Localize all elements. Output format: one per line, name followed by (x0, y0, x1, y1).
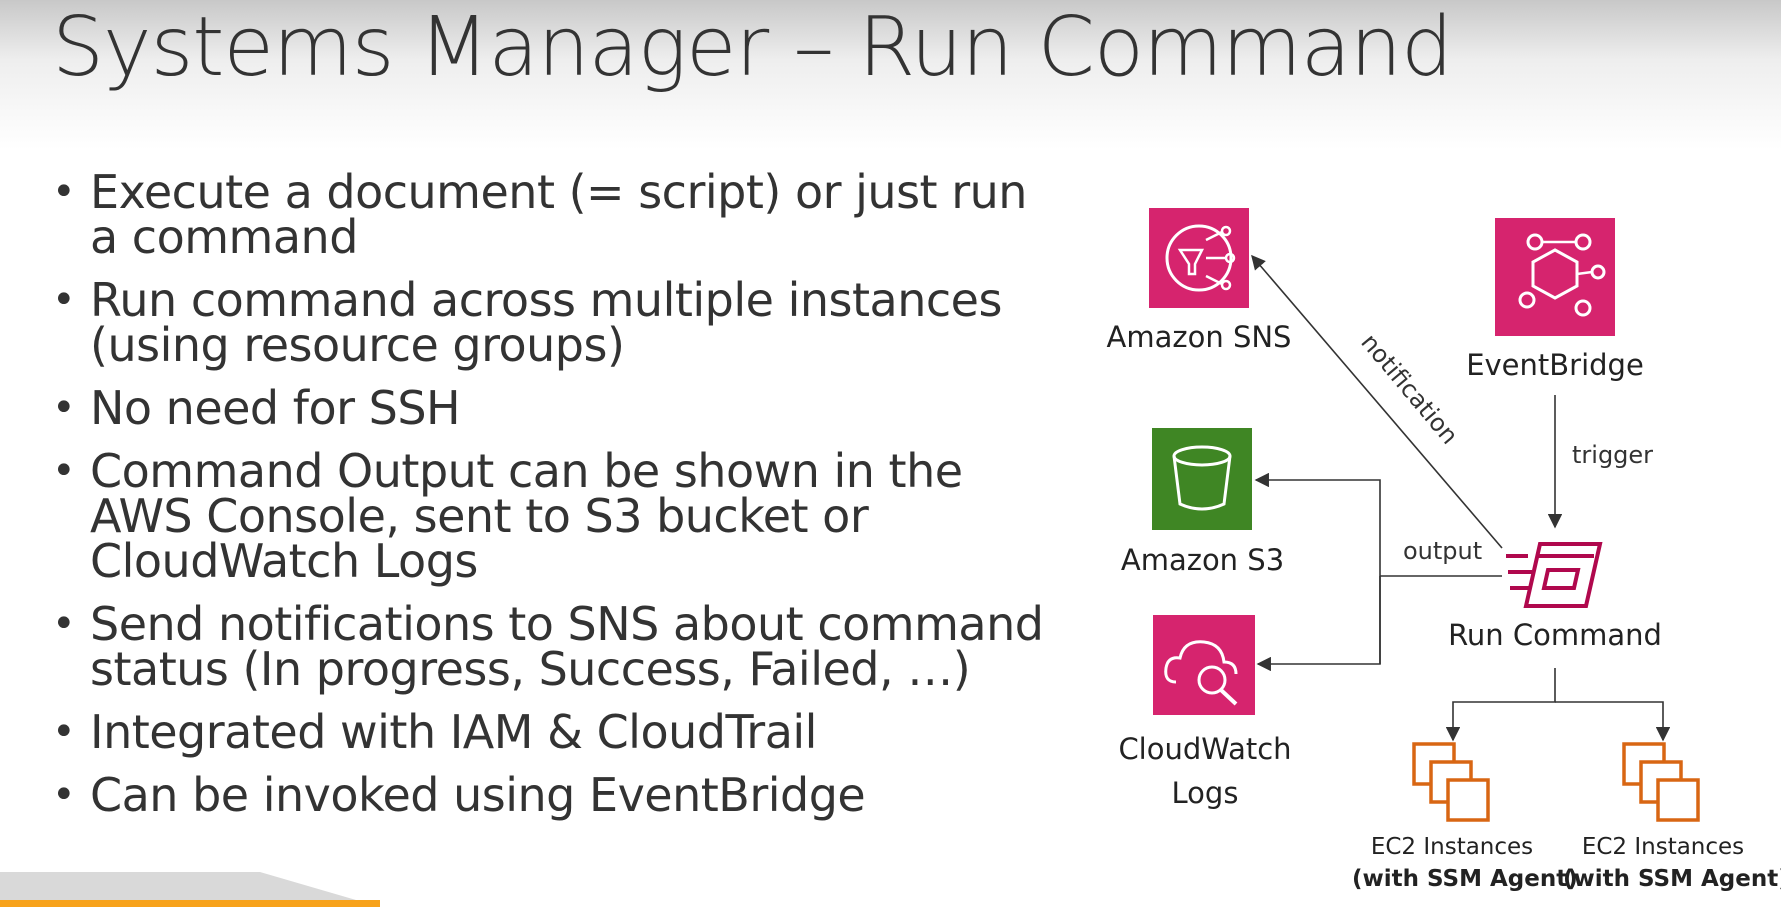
bullet-item: Run command across multiple instances (u… (52, 277, 1052, 368)
bullet-list: Execute a document (= script) or just ru… (52, 169, 1052, 836)
bottom-decoration (0, 872, 380, 907)
edge-notification (1251, 254, 1503, 549)
bullet-item: Send notifications to SNS about command … (52, 601, 1052, 692)
sns-icon (1149, 208, 1249, 308)
trigger-label: trigger (1572, 441, 1654, 469)
edge-run-command-ec2 (1555, 701, 1671, 742)
cloudwatch-label: CloudWatch Logs (1100, 727, 1310, 815)
output-label: output (1403, 537, 1483, 565)
cloudwatch-label-line1: CloudWatch (1118, 732, 1292, 766)
eventbridge-label: EventBridge (1466, 348, 1644, 382)
ec2-label-b-line2: (with SSM Agent) (1563, 866, 1781, 892)
ec2-label-a: EC2 Instances (with SSM Agent) (1352, 831, 1578, 895)
bullet-item: Integrated with IAM & CloudTrail (52, 709, 1052, 755)
bullet-item: Can be invoked using EventBridge (52, 772, 1052, 818)
ec2-label-b-line1: EC2 Instances (1581, 834, 1745, 860)
s3-bucket-icon (1152, 428, 1252, 530)
run-command-label: Run Command (1448, 618, 1662, 652)
bullet-item: No need for SSH (52, 385, 1052, 431)
ec2-label-a-line2: (with SSM Agent) (1352, 866, 1578, 892)
edge-output-cloudwatch (1256, 576, 1381, 672)
diagram-edges (1251, 254, 1671, 742)
run-command-icon (1506, 542, 1603, 608)
ec2-label-a-line1: EC2 Instances (1370, 834, 1534, 860)
cloudwatch-logs-icon (1153, 615, 1255, 715)
cloudwatch-label-line2: Logs (1171, 776, 1239, 810)
ec2-instances-icon (1412, 742, 1490, 822)
title-background (0, 0, 1781, 150)
ec2-instances-icon (1622, 742, 1700, 822)
bullet-item: Execute a document (= script) or just ru… (52, 169, 1052, 260)
eventbridge-icon (1495, 218, 1615, 336)
sns-label: Amazon SNS (1106, 320, 1292, 354)
edge-run-command-ec2 (1445, 668, 1556, 742)
s3-label: Amazon S3 (1120, 543, 1285, 577)
ec2-label-b: EC2 Instances (with SSM Agent) (1563, 831, 1781, 895)
bottom-orange-band (0, 900, 380, 907)
bullet-item: Command Output can be shown in the AWS C… (52, 448, 1052, 584)
slide-title: Systems Manager – Run Command (52, 0, 1453, 95)
bottom-gray-band (0, 872, 380, 907)
